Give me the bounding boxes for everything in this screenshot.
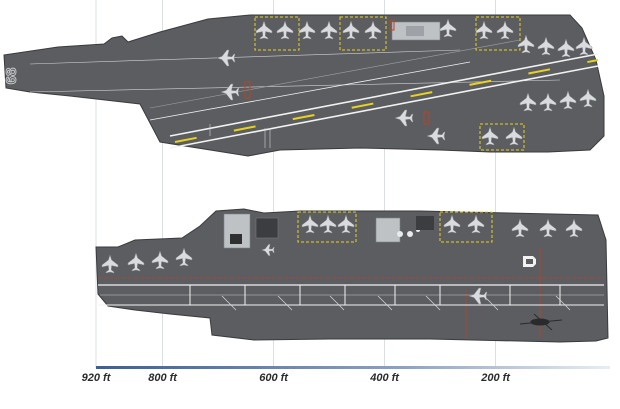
scale-label-920: 920 ft bbox=[81, 372, 111, 384]
scale-label-800: 800 ft bbox=[148, 372, 177, 384]
hull-number: 68 bbox=[3, 67, 21, 85]
scale-bar bbox=[96, 366, 610, 369]
lower-carrier bbox=[95, 208, 609, 343]
lower-island-aft bbox=[375, 217, 401, 243]
hull-number-text: 68 bbox=[3, 68, 20, 85]
upper-carrier: 68 bbox=[3, 14, 605, 157]
scale-label-400: 400 ft bbox=[370, 372, 399, 384]
helicopter bbox=[519, 313, 563, 331]
scale-label-600: 600 ft bbox=[259, 372, 288, 384]
scale-label-200: 200 ft bbox=[481, 372, 510, 384]
